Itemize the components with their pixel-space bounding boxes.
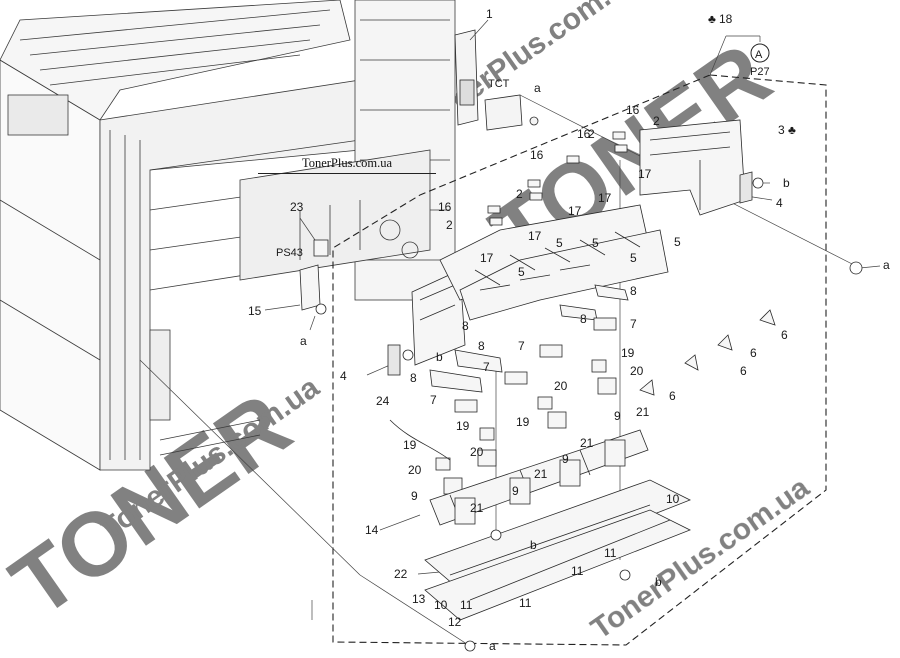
callout-21: 21 <box>534 467 548 481</box>
callout-7: 7 <box>483 360 490 374</box>
callout-11: 11 <box>460 598 473 612</box>
callout-11: 11 <box>604 546 617 560</box>
callout-8: 8 <box>580 312 587 326</box>
callout-21: 21 <box>636 405 650 419</box>
callout-2: 2 <box>516 187 523 201</box>
callout-6: 6 <box>669 389 676 403</box>
callout-6: 6 <box>740 364 747 378</box>
callout-19: 19 <box>621 346 635 360</box>
callout-24: 24 <box>376 394 390 408</box>
callout-b: b <box>655 575 662 589</box>
callout-b: b <box>530 538 537 552</box>
parts-upper <box>454 29 539 131</box>
callout-23: 23 <box>290 200 304 214</box>
callout-a: a <box>489 639 496 653</box>
callout-5: 5 <box>556 236 563 250</box>
callout-8: 8 <box>478 339 485 353</box>
callout-b: b <box>783 176 790 190</box>
callout-tct: TCT <box>488 78 510 90</box>
callout-20: 20 <box>554 379 568 393</box>
callout-9: 9 <box>411 489 418 503</box>
callout-3-club: ♣ <box>788 123 796 137</box>
callout-20: 20 <box>408 463 422 477</box>
paper-path-assembly <box>299 119 863 652</box>
callout-21: 21 <box>470 501 484 515</box>
callout-9: 9 <box>512 484 519 498</box>
callout-17: 17 <box>568 204 582 218</box>
callout-10: 10 <box>666 492 680 506</box>
reference-page: P27 <box>750 66 770 78</box>
callout-8: 8 <box>630 284 637 298</box>
callout-19: 19 <box>456 419 470 433</box>
callout-b: b <box>436 350 443 364</box>
callout-7: 7 <box>630 317 637 331</box>
callout-16: 16 <box>438 200 452 214</box>
callout-8: 8 <box>410 371 417 385</box>
callout-a: a <box>300 334 307 348</box>
callout-22: 22 <box>394 567 408 581</box>
callout-5: 5 <box>592 236 599 250</box>
callout-17: 17 <box>480 251 494 265</box>
callout-11: 11 <box>519 596 532 610</box>
machine-frame <box>0 0 456 471</box>
callout-21: 21 <box>580 436 594 450</box>
club-mark: ♣ <box>708 12 716 26</box>
callout-11: 11 <box>571 564 584 578</box>
callout-10: 10 <box>434 598 448 612</box>
callout-16: 16 <box>626 103 640 117</box>
callout-9: 9 <box>562 452 569 466</box>
callout-labels: 1 TCT a 16 2 3 ♣ 16 2 16 17 b 2 17 4 16 … <box>248 7 890 653</box>
reference-circle <box>750 43 770 63</box>
callout-7: 7 <box>430 393 437 407</box>
callout-14: 14 <box>365 523 379 537</box>
callout-20: 20 <box>470 445 484 459</box>
callout-19: 19 <box>403 438 417 452</box>
callout-4: 4 <box>776 196 783 210</box>
callout-1: 1 <box>486 7 493 21</box>
callout-19: 19 <box>516 415 530 429</box>
callout-16: 16 <box>577 127 591 141</box>
callout-a: a <box>883 258 890 272</box>
page-reference: ♣ 18 A P27 <box>708 12 770 78</box>
callout-17: 17 <box>638 167 652 181</box>
callout-17: 17 <box>598 191 612 205</box>
callout-3: 3 <box>778 123 785 137</box>
callout-ps43: PS43 <box>276 247 303 259</box>
callout-15: 15 <box>248 304 262 318</box>
callout-20: 20 <box>630 364 644 378</box>
reference-letter: A <box>755 49 763 61</box>
callout-2: 2 <box>446 218 453 232</box>
callout-a: a <box>534 81 541 95</box>
callout-5: 5 <box>674 235 681 249</box>
callout-5: 5 <box>518 265 525 279</box>
callout-13: 13 <box>412 592 426 606</box>
callout-4: 4 <box>340 369 347 383</box>
callout-9: 9 <box>614 409 621 423</box>
callout-6: 6 <box>781 328 788 342</box>
brand-caption: TonerPlus.com.ua <box>258 155 436 174</box>
callout-5: 5 <box>630 251 637 265</box>
callout-7: 7 <box>518 339 525 353</box>
callout-6: 6 <box>750 346 757 360</box>
callout-16: 16 <box>530 148 544 162</box>
callout-18: 18 <box>719 12 733 26</box>
callout-2: 2 <box>588 127 595 141</box>
assembly-boundary <box>332 74 827 646</box>
callout-17: 17 <box>528 229 542 243</box>
callout-2: 2 <box>653 114 660 128</box>
callout-12: 12 <box>448 615 462 629</box>
callout-8: 8 <box>462 319 469 333</box>
